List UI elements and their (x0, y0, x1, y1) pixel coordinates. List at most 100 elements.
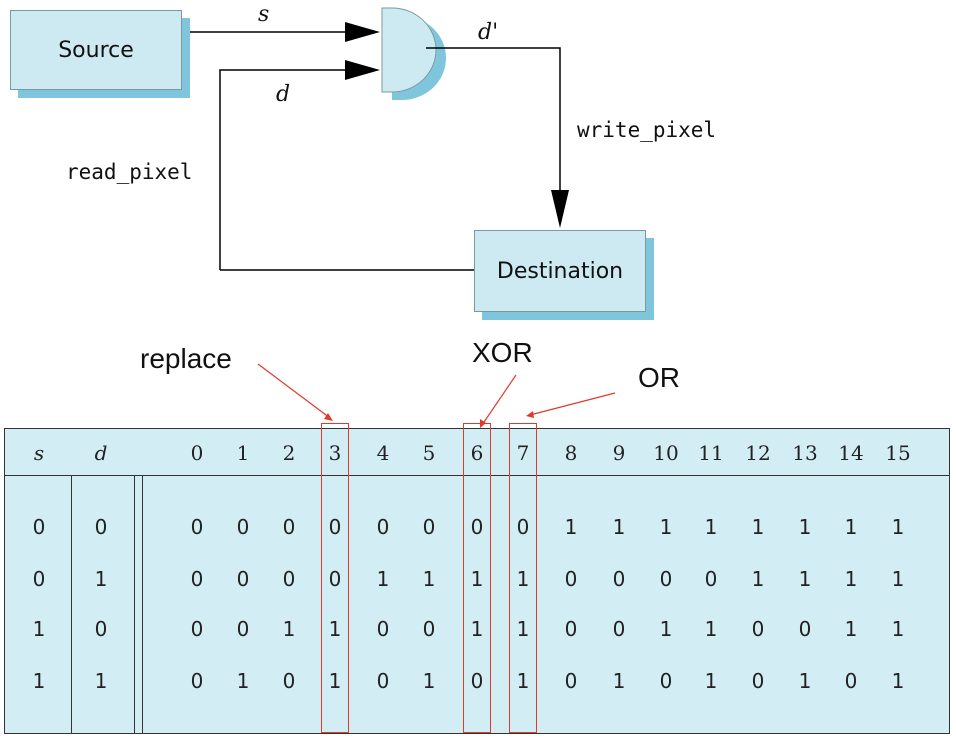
header-divider (5, 475, 949, 476)
table-cell: 1 (891, 567, 905, 591)
table-cell: 1 (704, 515, 718, 539)
table-cell: 0 (32, 515, 46, 539)
table-header-4: 4 (376, 441, 390, 465)
table-header-5: 5 (422, 441, 436, 465)
table-header-2: 2 (282, 441, 296, 465)
highlight-mode-3 (321, 423, 349, 733)
table-cell: 0 (564, 617, 578, 641)
destination-box: Destination (474, 230, 646, 312)
d-prime-label: d' (478, 20, 499, 45)
table-header-7: 7 (516, 441, 530, 465)
column-divider-d-left (134, 475, 135, 733)
table-header-15: 15 (885, 441, 911, 465)
d-prime-wire (426, 47, 561, 195)
or-leader (529, 392, 616, 416)
column-divider-d-right (142, 475, 143, 733)
xor-annotation: XOR (472, 337, 533, 368)
table-cell: 1 (94, 669, 108, 693)
table-cell: 0 (376, 617, 390, 641)
read-pixel-label: read_pixel (66, 160, 193, 184)
table-cell: 1 (891, 515, 905, 539)
table-cell: 0 (282, 515, 296, 539)
source-box: Source (10, 10, 182, 90)
table-cell: 0 (190, 669, 204, 693)
s-arrowhead (345, 22, 380, 42)
table-cell: 1 (564, 515, 578, 539)
or-leader-tip (526, 411, 534, 418)
table-header-d: d (94, 441, 108, 465)
table-cell: 1 (516, 617, 530, 641)
table-cell: 1 (612, 515, 626, 539)
highlight-mode-7 (509, 423, 537, 733)
replace-annotation: replace (140, 343, 232, 374)
table-cell: 1 (844, 617, 858, 641)
table-cell: 1 (328, 669, 342, 693)
table-cell: 0 (612, 567, 626, 591)
table-cell: 1 (798, 515, 812, 539)
table-cell: 1 (704, 669, 718, 693)
table-cell: 0 (32, 567, 46, 591)
source-label: Source (58, 37, 134, 63)
table-cell: 1 (470, 617, 484, 641)
table-cell: 0 (751, 617, 765, 641)
table-cell: 0 (328, 515, 342, 539)
table-cell: 1 (659, 515, 673, 539)
table-cell: 0 (94, 515, 108, 539)
table-cell: 1 (844, 567, 858, 591)
table-cell: 1 (516, 669, 530, 693)
table-header-8: 8 (564, 441, 578, 465)
table-header-10: 10 (653, 441, 679, 465)
table-cell: 1 (844, 515, 858, 539)
table-cell: 0 (564, 669, 578, 693)
table-cell: 1 (704, 617, 718, 641)
table-cell: 1 (470, 567, 484, 591)
table-cell: 1 (751, 515, 765, 539)
d-label: d (276, 82, 291, 107)
table-cell: 1 (798, 669, 812, 693)
table-cell: 1 (328, 617, 342, 641)
table-cell: 0 (190, 515, 204, 539)
table-cell: 0 (236, 515, 250, 539)
xor-leader (481, 374, 517, 426)
table-cell: 0 (704, 567, 718, 591)
destination-label: Destination (496, 258, 624, 284)
table-cell: 0 (422, 617, 436, 641)
table-cell: 1 (32, 617, 46, 641)
table-cell: 0 (659, 567, 673, 591)
table-cell: 1 (798, 567, 812, 591)
table-cell: 0 (422, 515, 436, 539)
table-cell: 1 (376, 567, 390, 591)
table-cell: 0 (470, 669, 484, 693)
table-cell: 0 (94, 617, 108, 641)
table-cell: 1 (891, 617, 905, 641)
or-annotation: OR (638, 362, 680, 393)
table-header-s: s (33, 441, 45, 465)
table-header-12: 12 (745, 441, 771, 465)
replace-leader (257, 363, 331, 419)
table-header-0: 0 (190, 441, 204, 465)
table-header-6: 6 (470, 441, 484, 465)
d-wire (219, 69, 370, 270)
highlight-mode-6 (463, 423, 491, 733)
write-pixel-label: write_pixel (577, 118, 717, 142)
d-prime-arrowhead (551, 190, 569, 228)
d-arrowhead (345, 60, 380, 80)
table-cell: 1 (282, 617, 296, 641)
table-cell: 0 (328, 567, 342, 591)
table-cell: 0 (282, 567, 296, 591)
table-cell: 0 (236, 567, 250, 591)
table-cell: 1 (236, 669, 250, 693)
table-cell: 0 (564, 567, 578, 591)
table-header-9: 9 (612, 441, 626, 465)
table-cell: 0 (751, 669, 765, 693)
table-header-13: 13 (792, 441, 818, 465)
table-cell: 0 (659, 669, 673, 693)
table-header-3: 3 (328, 441, 342, 465)
table-header-1: 1 (236, 441, 250, 465)
table-cell: 0 (844, 669, 858, 693)
table-cell: 1 (612, 669, 626, 693)
table-cell: 1 (32, 669, 46, 693)
table-cell: 1 (659, 617, 673, 641)
